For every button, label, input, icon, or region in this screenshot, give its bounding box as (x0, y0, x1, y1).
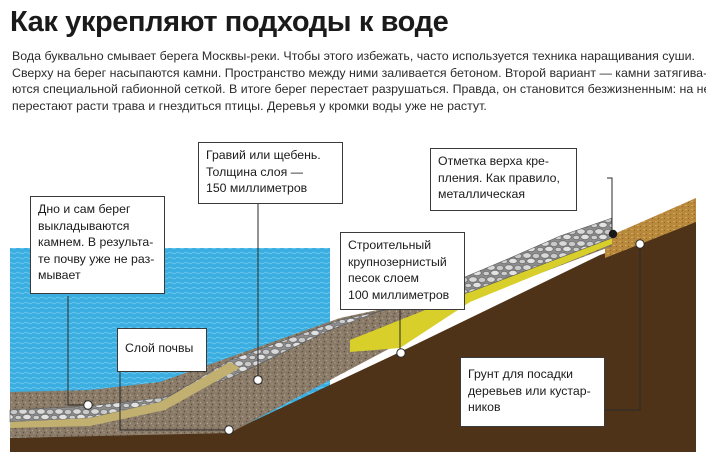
callout-line: Строительный (348, 238, 432, 252)
callout-line: металлическая (438, 187, 525, 201)
callout-line: ников (468, 400, 501, 414)
callout-sand: Строительный крупнозернистый песок слоем… (340, 232, 465, 310)
callout-line: те почву уже не раз- (38, 251, 155, 266)
callout-ground: Грунт для посадки деревьев или кустар- н… (460, 357, 605, 427)
callout-line: 150 миллиметров (206, 181, 308, 195)
callout-metal-mark: Отметка верха кре- пления. Как правило, … (430, 148, 577, 211)
callout-bottom-stones: Дно и сам берег выкладываются камнем. В … (30, 196, 165, 294)
lead-paragraph: Вода буквально смывает берега Москвы-рек… (12, 48, 706, 114)
lead-line: перестают расти трава и гнездиться птицы… (12, 98, 487, 113)
lead-line: Сверху на берег насыпаются камни. Простр… (12, 65, 706, 80)
callout-line: крупнозернистый (348, 254, 447, 269)
callout-soil: Слой почвы (117, 328, 207, 372)
callout-gravel: Гравий или щебень. Толщина слоя — 150 ми… (198, 142, 343, 204)
bottom-sand-edge (10, 362, 240, 428)
callout-line: Слой почвы (125, 341, 194, 355)
callout-line: пления. Как правило, (438, 170, 560, 185)
sand-layer (350, 236, 612, 352)
grass-strip (605, 198, 696, 258)
callout-line: камнем. В результа- (38, 235, 154, 249)
callout-line: деревьев или кустар- (468, 383, 591, 398)
callout-line: мывает (38, 268, 81, 282)
callout-line: выкладываются (38, 218, 130, 233)
callout-line: Толщина слоя — (206, 164, 303, 179)
leader-lines (67, 177, 641, 431)
callout-line: 100 миллиметров (348, 287, 450, 302)
callout-line: песок слоем (348, 271, 420, 285)
leader-dots (83, 239, 645, 435)
page-title: Как укрепляют подходы к воде (10, 6, 449, 38)
callout-line: Гравий или щебень. (206, 148, 321, 162)
callout-line: Грунт для посадки (468, 367, 573, 381)
callout-line: Дно и сам берег (38, 202, 131, 216)
metal-mark-dot (608, 229, 618, 239)
callout-line: Отметка верха кре- (438, 154, 549, 168)
lead-line: Вода буквально смывает берега Москвы-рек… (12, 49, 695, 63)
lead-line: ются специальной габионной сеткой. В ито… (12, 82, 706, 97)
